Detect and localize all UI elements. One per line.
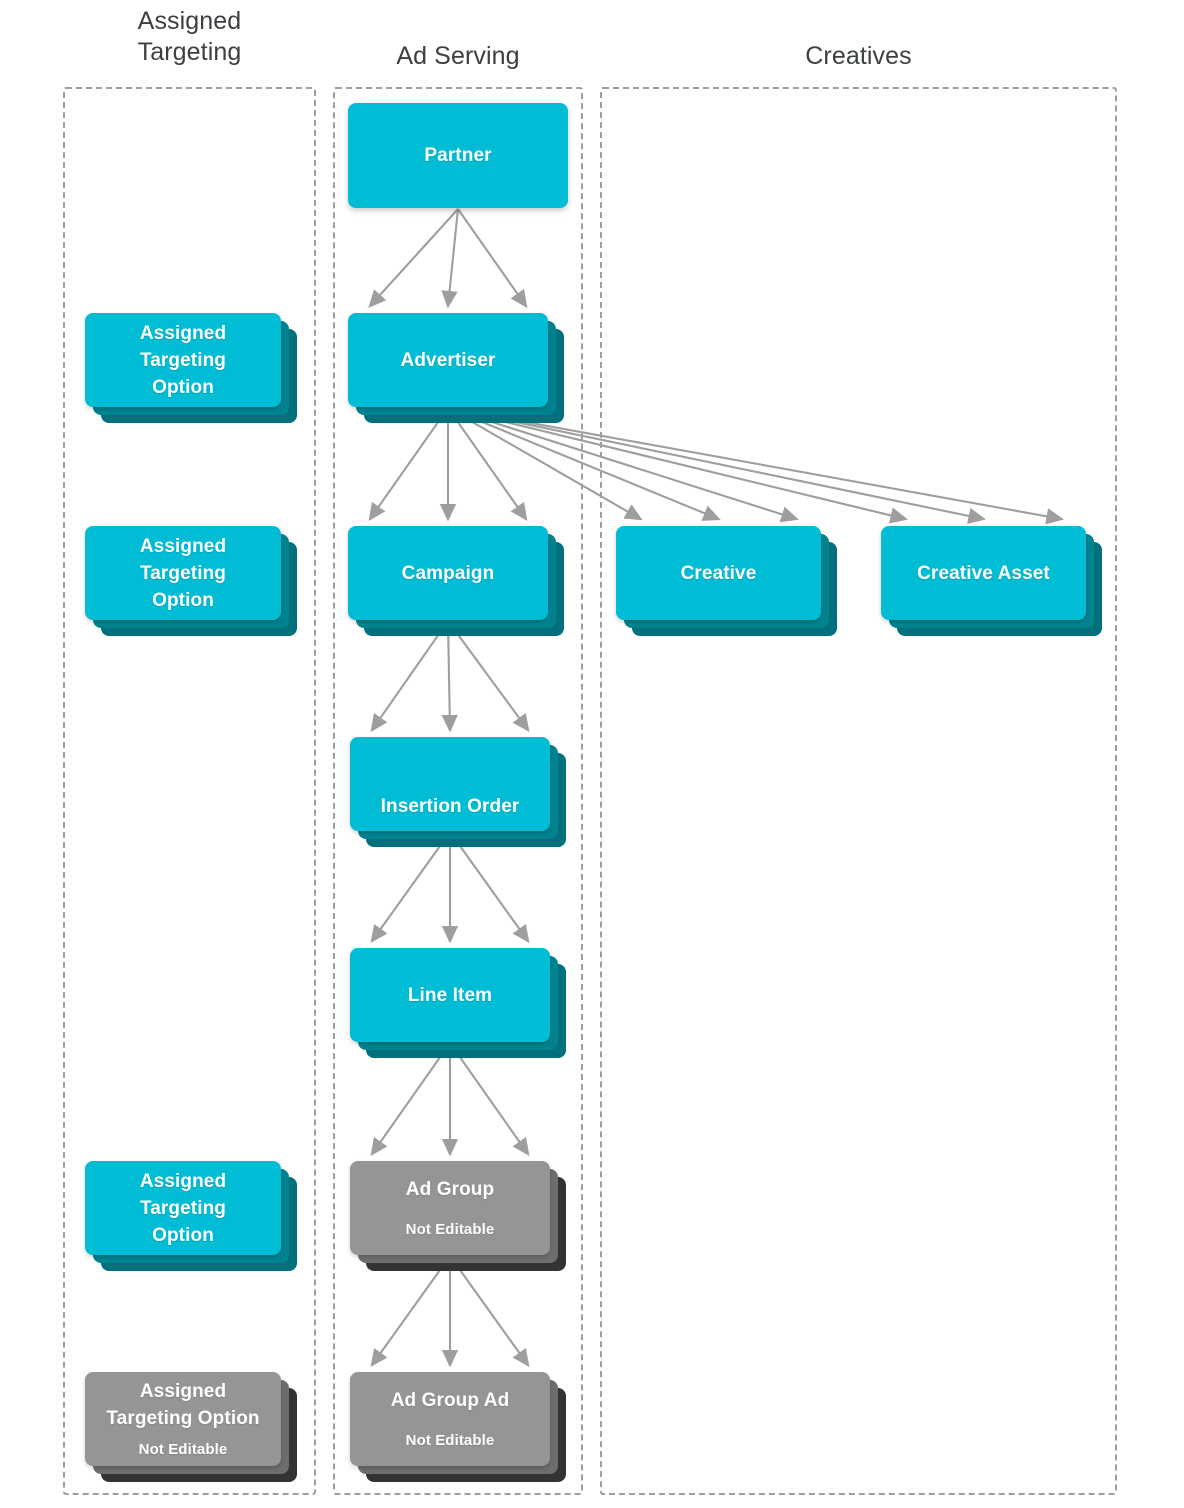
column-container-assigned-targeting — [63, 87, 316, 1495]
card-face — [85, 1161, 281, 1255]
node-ad-group-ad[interactable]: Ad Group Ad Not Editable — [350, 1372, 566, 1482]
node-assigned-targeting-option-line-item[interactable]: Assigned Targeting Option — [85, 1161, 297, 1271]
node-insertion-order[interactable]: Insertion Order — [350, 737, 566, 847]
node-assigned-targeting-option-advertiser[interactable]: Assigned Targeting Option — [85, 526, 297, 636]
card-face — [85, 526, 281, 620]
node-assigned-targeting-option-ad-group[interactable]: Assigned Targeting Option Not Editable — [85, 1372, 297, 1482]
card-face — [350, 737, 550, 831]
column-header-line-1: Assigned — [137, 7, 242, 35]
column-container-creatives — [600, 87, 1117, 1495]
node-assigned-targeting-option-partner[interactable]: Assigned Targeting Option — [85, 313, 297, 423]
node-campaign[interactable]: Campaign — [348, 526, 564, 636]
node-partner[interactable]: Partner — [348, 103, 568, 208]
card-face — [348, 526, 548, 620]
card-face — [350, 1372, 550, 1466]
node-advertiser[interactable]: Advertiser — [348, 313, 564, 423]
column-header-assigned-targeting: Assigned Targeting — [63, 6, 316, 68]
card-face — [616, 526, 821, 620]
node-ad-group[interactable]: Ad Group Not Editable — [350, 1161, 566, 1271]
column-header-line-2: Targeting — [137, 38, 242, 66]
column-header-line-1: Creatives — [805, 42, 912, 70]
card-face — [350, 948, 550, 1042]
node-creative-asset[interactable]: Creative Asset — [881, 526, 1102, 636]
node-creative[interactable]: Creative — [616, 526, 837, 636]
card-face — [85, 1372, 281, 1466]
card-face — [348, 313, 548, 407]
card-face — [350, 1161, 550, 1255]
card-face — [881, 526, 1086, 620]
column-header-creatives: Creatives — [600, 41, 1117, 72]
card-face — [348, 103, 568, 208]
node-line-item[interactable]: Line Item — [350, 948, 566, 1058]
column-container-ad-serving — [333, 87, 583, 1495]
column-header-ad-serving: Ad Serving — [333, 41, 583, 72]
card-face — [85, 313, 281, 407]
column-header-line-1: Ad Serving — [396, 42, 520, 70]
